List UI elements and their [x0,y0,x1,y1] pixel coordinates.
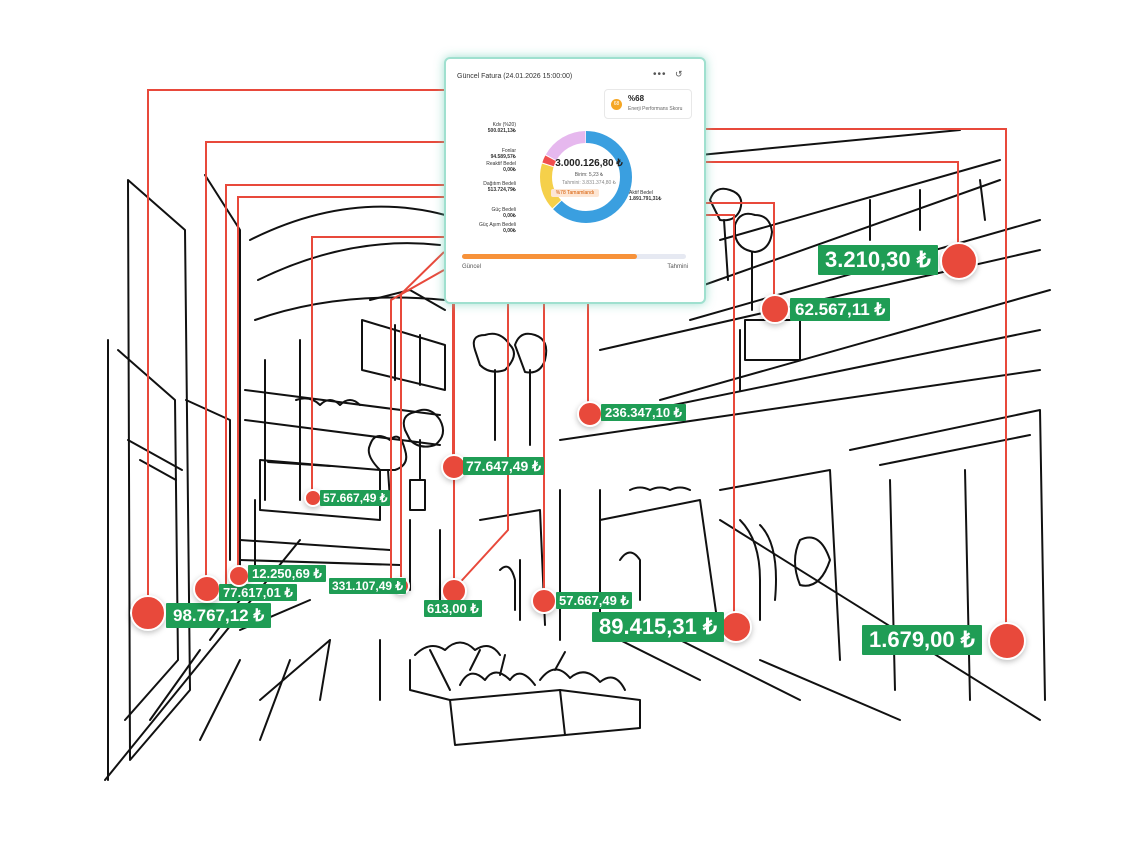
marker-1679-tag: 1.679,00 ₺ [862,625,982,655]
marker-331107-tag: 331.107,49 ₺ [329,578,407,594]
marker-89415-tag: 89.415,31 ₺ [592,612,724,642]
marker-dot[interactable] [193,575,221,603]
unit-price: Birim: 5,23 ₺ [574,172,604,178]
marker-3210-tag: 3.210,30 ₺ [818,245,938,275]
callout-lines [147,89,1007,640]
bill-card: Güncel Fatura (24.01.2026 15:00:00) ••• … [444,57,706,304]
marker-dot[interactable] [531,588,557,614]
marker-dot[interactable] [940,242,978,280]
marker-dot[interactable] [130,595,166,631]
marker-77647-tag: 77.647,49 ₺ [463,457,545,475]
marker-dot[interactable] [577,401,603,427]
more-options-icon[interactable]: ••• [653,69,667,80]
donut-segment-dagitim [540,131,632,223]
cost-donut-chart [540,131,632,223]
marker-dot[interactable] [720,611,752,643]
performance-badge-icon: 68 [611,99,622,110]
estimate-total: Tahmini: 3.831.374,80 ₺ [562,180,616,186]
donut-segment-aktif [540,131,632,223]
marker-57667-mid-tag: 57.667,49 ₺ [556,592,632,609]
marker-62567-tag: 62.567,11 ₺ [790,298,891,321]
bill-total: 3.000.126,80 ₺ [555,158,623,169]
marker-613-tag: 613,00 ₺ [424,600,482,617]
mall-sketch [104,129,1051,781]
legend-kdv: Kdv (%20)500.021,13₺ [487,122,516,134]
progress-bar-fill [462,254,637,259]
bill-title: Güncel Fatura (24.01.2026 15:00:00) [457,73,573,80]
history-icon[interactable]: ↺ [675,69,683,79]
marker-12250-tag: 12.250,69 ₺ [248,565,326,582]
progress-bar [462,254,686,259]
progress-label-current: Güncel [462,264,482,270]
marker-dot[interactable] [228,565,250,587]
performance-score-box: 68 %68 Enerji Performans Skoru [604,89,692,119]
marker-dot[interactable] [760,294,790,324]
marker-77617-tag: 77.617,01 ₺ [219,584,297,601]
marker-dot[interactable] [988,622,1026,660]
marker-98767-tag: 98.767,12 ₺ [166,603,272,628]
performance-label: Enerji Performans Skoru [628,106,683,112]
progress-label-estimate: Tahmini [667,264,688,270]
performance-value: %68 [628,94,645,103]
marker-57667-left-tag: 57.667,49 ₺ [320,490,391,506]
completion-badge: %78 Tamamlandı [551,189,599,197]
marker-236347-tag: 236.347,10 ₺ [601,404,686,421]
